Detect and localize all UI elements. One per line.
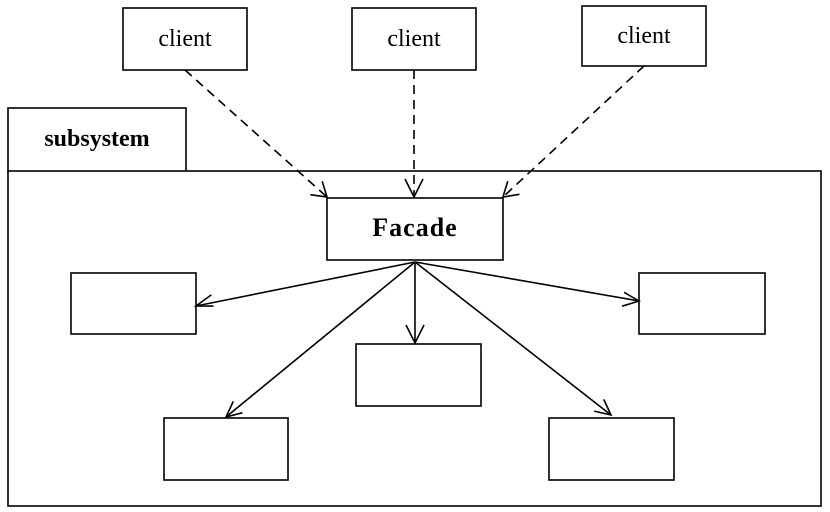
subsystem-component-box	[163, 417, 289, 481]
client-label: client	[617, 23, 671, 49]
client-dependency-arrow	[501, 65, 645, 198]
client-label: client	[158, 26, 212, 52]
facade-association-arrow	[405, 262, 425, 345]
subsystem-component-box	[70, 272, 197, 335]
client-label: client	[387, 26, 441, 52]
client-dependency-arrow	[404, 70, 424, 199]
client-box: client	[122, 7, 248, 71]
subsystem-component-box	[355, 343, 482, 407]
client-box: client	[351, 7, 477, 71]
subsystem-component-box	[548, 417, 675, 481]
facade-box: Facade	[326, 197, 504, 261]
package-label: subsystem	[44, 126, 149, 152]
facade-label: Facade	[372, 213, 457, 242]
facade-association-arrow	[414, 261, 613, 417]
facade-association-arrow	[224, 261, 416, 419]
facade-association-arrow	[414, 261, 641, 307]
client-dependency-arrow	[184, 69, 329, 198]
subsystem-component-box	[638, 272, 766, 335]
package-tab	[7, 107, 187, 173]
client-box: client	[581, 5, 707, 67]
facade-association-arrow	[193, 261, 416, 307]
